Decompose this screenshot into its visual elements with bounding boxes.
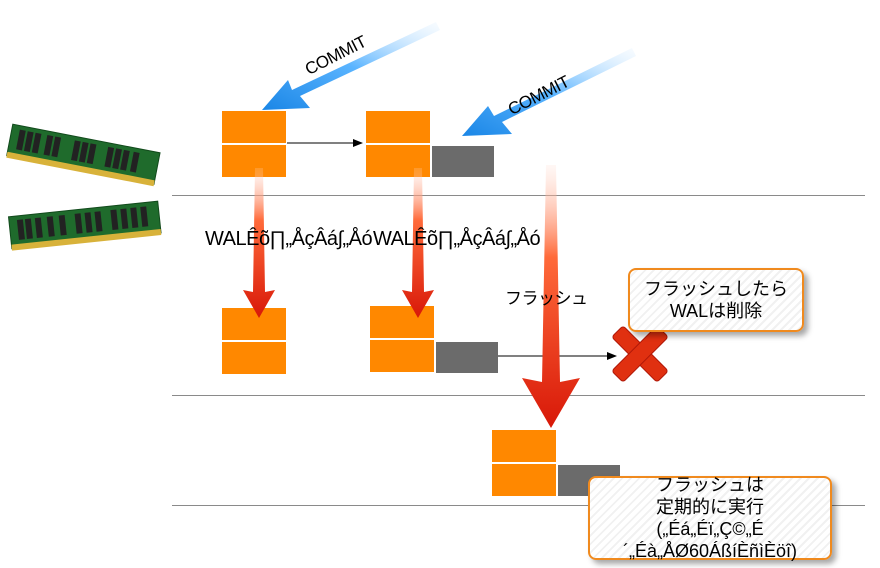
flush-label: フラッシュ	[505, 289, 588, 308]
memory-page-block-1	[222, 111, 286, 177]
divider-wal-disk	[172, 395, 865, 396]
wal-write-label-2: WALÊõ∏„ÅçÂá∫„Åó	[373, 228, 541, 250]
wal-page-block-2	[370, 306, 434, 372]
wal-entry-disk	[436, 342, 498, 373]
callout-periodic-flush: フラッシュは 定期的に実行 („Éá„Éï„Ç©„É´„Éà„ÅØ60ÁßíÈñ…	[588, 475, 832, 561]
wal-write-label-1: WALÊõ∏„ÅçÂá∫„Åó	[205, 228, 373, 250]
divider-memory-wal	[172, 195, 865, 196]
memory-module-icon	[7, 200, 162, 251]
callout-periodic-flush-line1: フラッシュは	[656, 475, 764, 495]
callout-delete-wal-line2: WALは削除	[669, 301, 763, 321]
wal-write-arrow-1	[243, 168, 275, 318]
wal-page-block-1	[222, 308, 286, 374]
memory-module-icon	[6, 123, 161, 187]
divider-bottom	[172, 505, 865, 506]
wal-write-arrow-2	[402, 168, 434, 318]
callout-periodic-flush-line2: 定期的に実行	[656, 497, 764, 517]
flush-arrow	[522, 165, 580, 428]
callout-delete-wal: フラッシュしたら WALは削除	[628, 268, 804, 332]
wal-entry-memory	[432, 146, 494, 177]
callout-periodic-flush-line3: („Éá„Éï„Ç©„É´„Éà„ÅØ60ÁßíÈñìÈöî)	[622, 519, 798, 561]
commit-arrow-2	[462, 48, 636, 136]
delete-x-icon	[612, 326, 668, 382]
commit-arrow-1	[262, 22, 440, 110]
callout-delete-wal-line1: フラッシュしたら	[644, 279, 788, 299]
datafile-page-block	[492, 430, 556, 496]
